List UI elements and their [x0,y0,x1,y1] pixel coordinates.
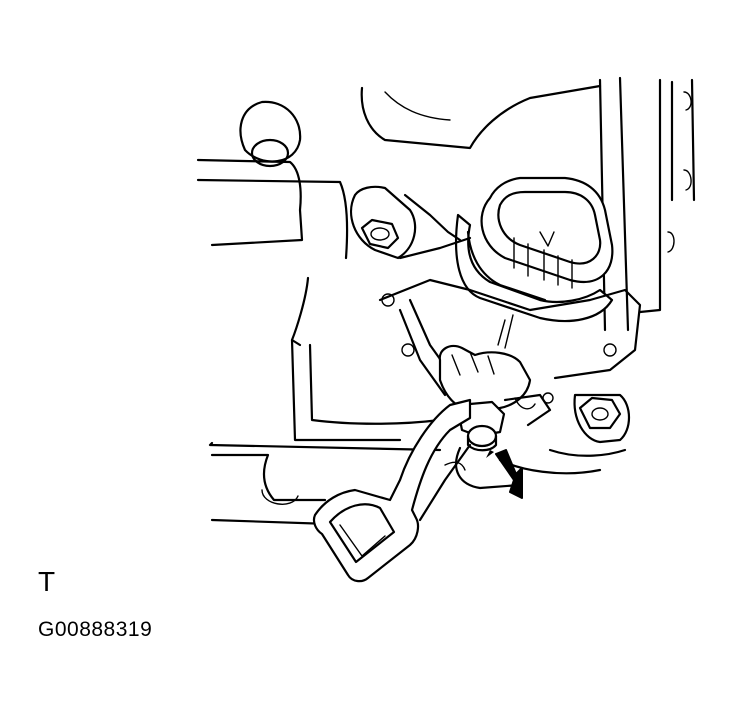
figure-code: G00888319 [38,618,153,641]
right-bolt [573,393,631,444]
figure-marker: T [38,566,56,597]
transmission-housing [196,76,696,526]
upper-bolt [350,185,472,260]
manual-valve-lever [438,344,552,452]
detent-spring [312,398,522,583]
sensor-connector [454,176,614,323]
indicator-arrow [486,449,523,499]
